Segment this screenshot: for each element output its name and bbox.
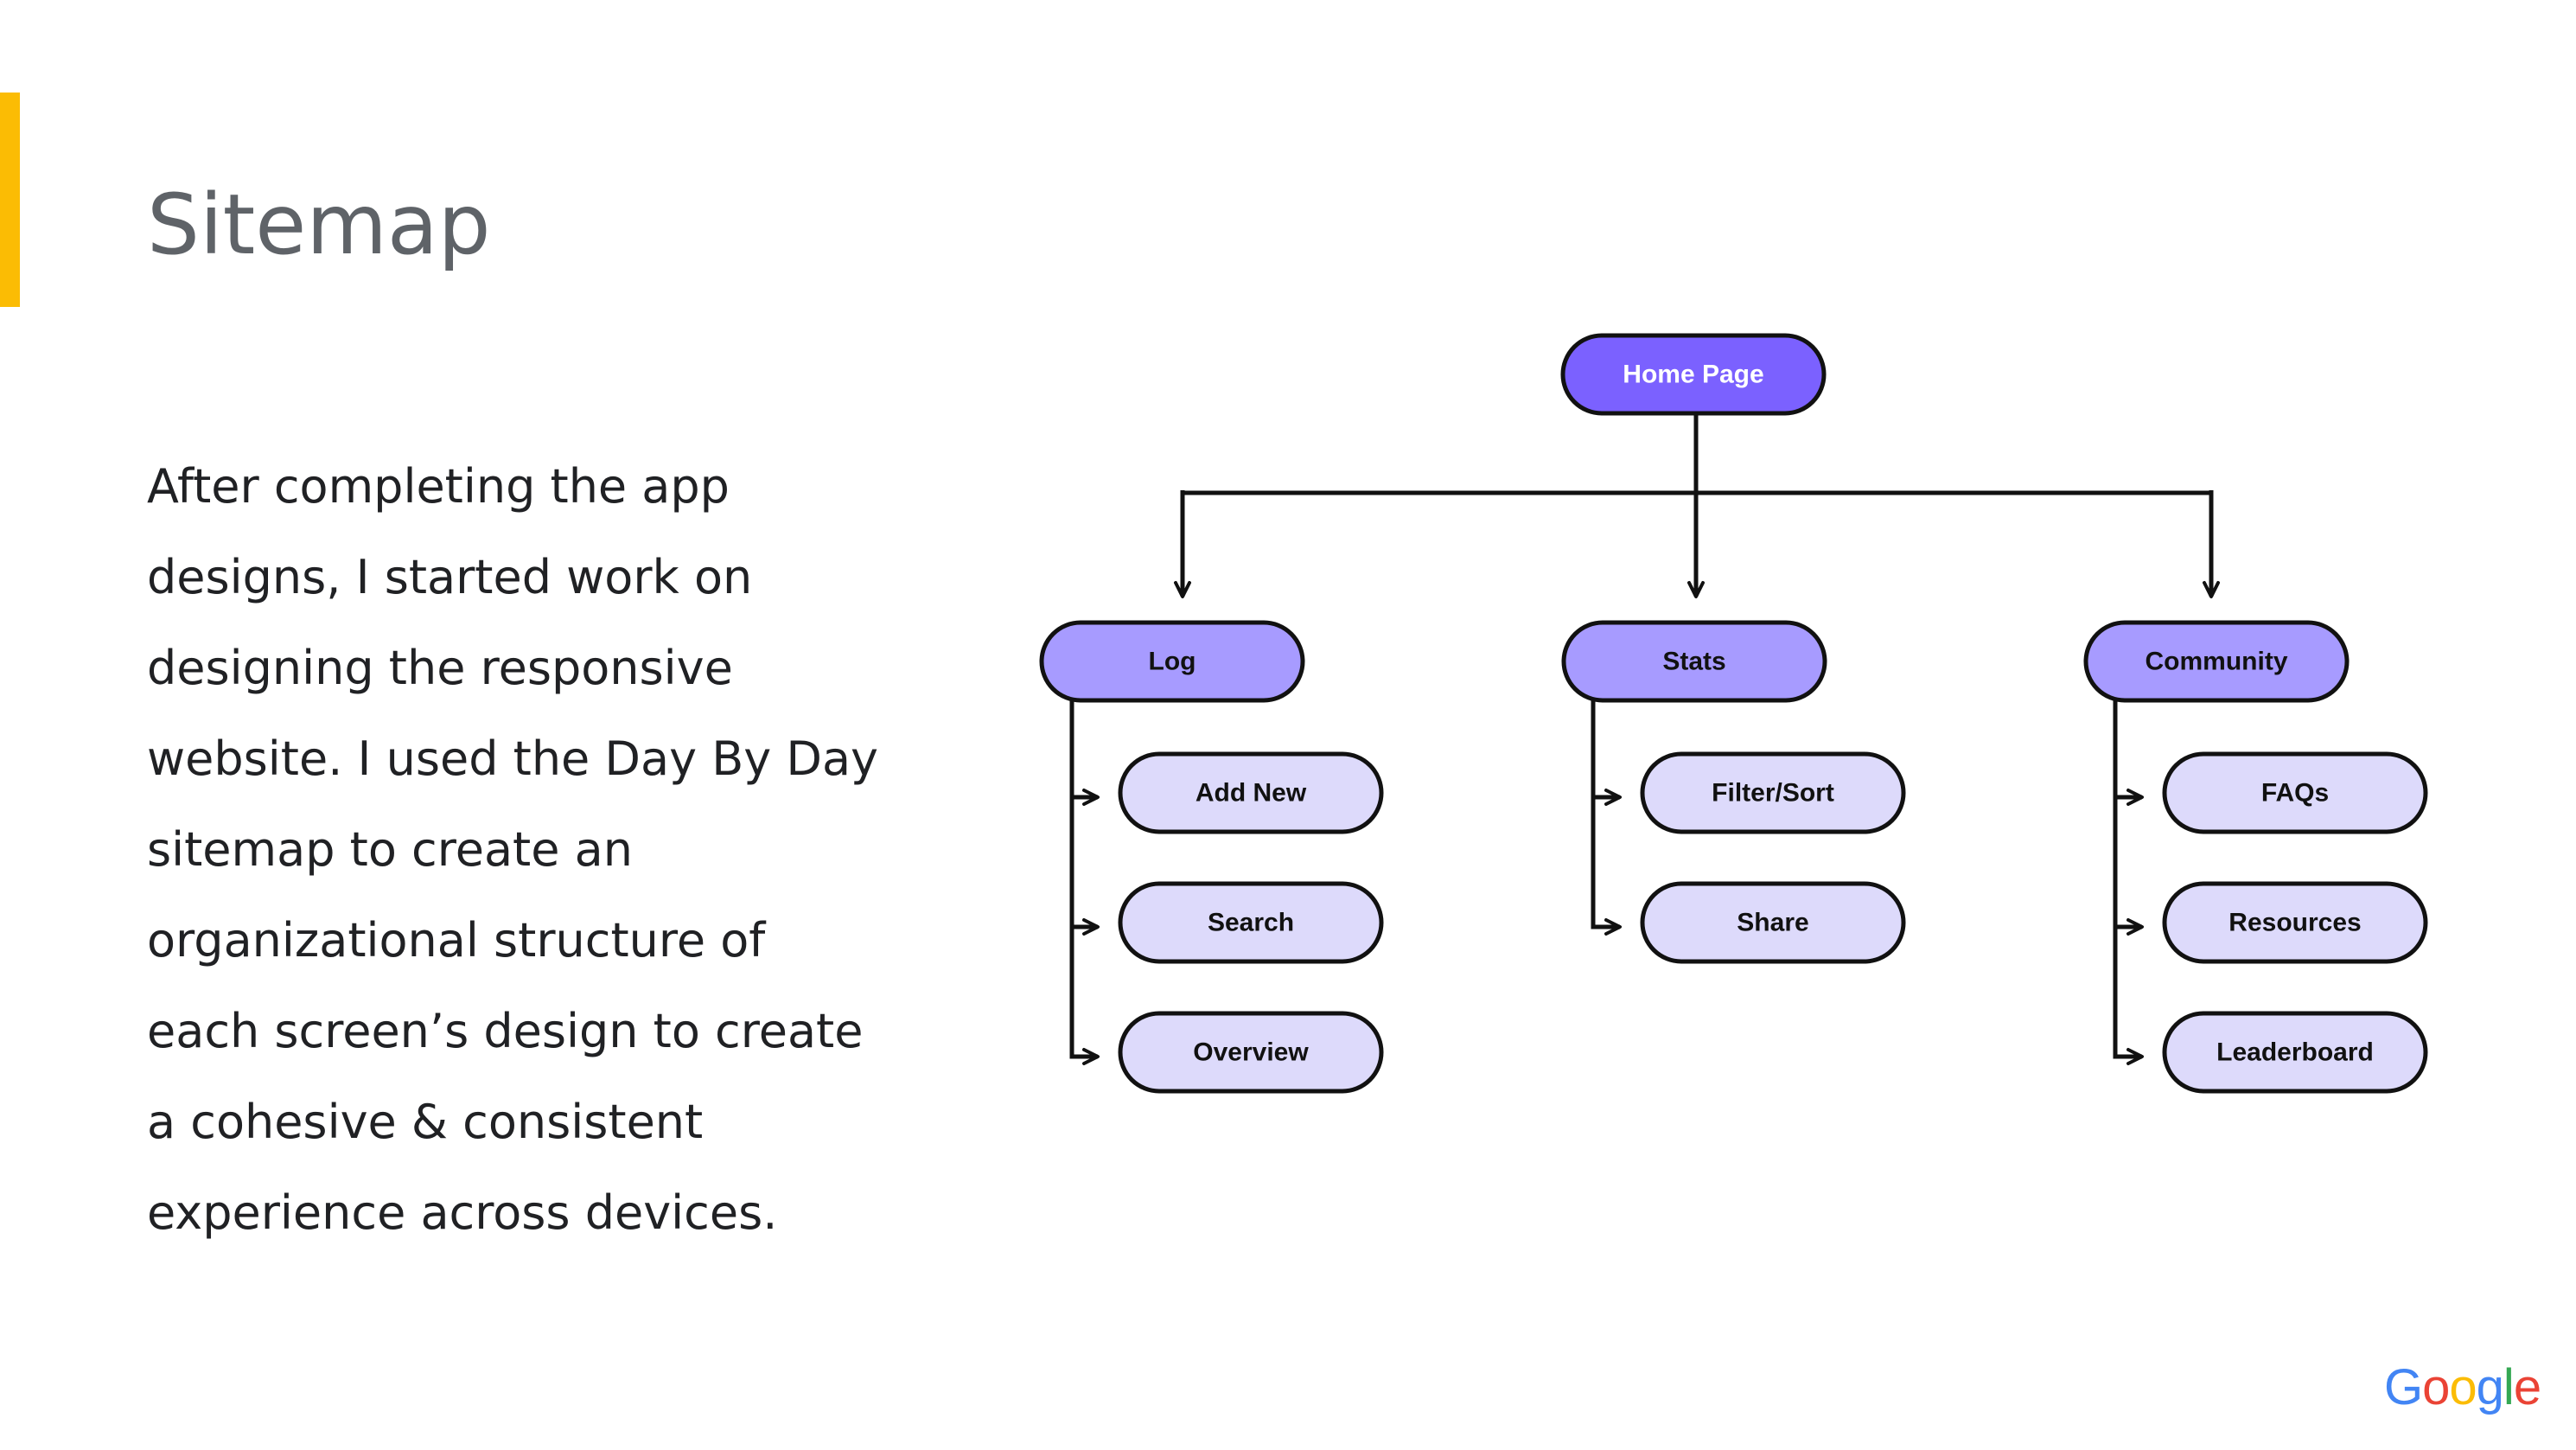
- node-home-page-shape: [1560, 333, 1827, 416]
- node-search-shape: [1118, 881, 1384, 964]
- logo-letter: o: [2449, 1359, 2477, 1415]
- connector-log-spine: [1069, 700, 1100, 1065]
- body-line: designing the responsive: [147, 641, 733, 695]
- google-logo: Google: [2384, 1357, 2541, 1418]
- node-log-label: Log: [1149, 648, 1196, 676]
- node-faqs-shape: [2162, 751, 2428, 834]
- node-resources-label: Resources: [2228, 909, 2361, 937]
- node-community-shape: [2083, 620, 2350, 703]
- node-share-label: Share: [1737, 909, 1808, 937]
- node-add-new-shape: [1118, 751, 1384, 834]
- node-overview-shape: [1118, 1011, 1384, 1094]
- node-share-shape: [1640, 881, 1906, 964]
- root-connectors: [1174, 415, 2220, 598]
- body-line: website. I used the Day By Day: [147, 731, 879, 786]
- node-share: Share: [1640, 881, 1906, 964]
- body-line: organizational structure of: [147, 913, 766, 968]
- logo-letter: l: [2503, 1359, 2515, 1415]
- node-faqs-label: FAQs: [2261, 779, 2329, 808]
- logo-letter: g: [2476, 1359, 2504, 1415]
- node-leaderboard-shape: [2162, 1011, 2428, 1094]
- node-stats: Stats: [1561, 620, 1827, 703]
- accent-bar: [0, 93, 20, 307]
- logo-letter: o: [2422, 1359, 2450, 1415]
- node-search-label: Search: [1208, 909, 1294, 937]
- node-home-page: Home Page: [1560, 333, 1827, 416]
- logo-letter: G: [2384, 1359, 2423, 1415]
- log-branch-connectors: [1069, 700, 1100, 1065]
- node-resources-shape: [2162, 881, 2428, 964]
- node-log-shape: [1039, 620, 1305, 703]
- node-faqs: FAQs: [2162, 751, 2428, 834]
- node-community-label: Community: [2146, 648, 2288, 676]
- connector-community-spine: [2113, 700, 2144, 1065]
- slide-title: Sitemap: [147, 176, 491, 273]
- node-leaderboard-label: Leaderboard: [2216, 1038, 2374, 1067]
- body-line: a cohesive & consistent: [147, 1095, 704, 1149]
- node-overview-label: Overview: [1193, 1038, 1309, 1067]
- node-add-new-label: Add New: [1196, 779, 1307, 808]
- body-line: sitemap to create an: [147, 822, 633, 877]
- node-log: Log: [1039, 620, 1305, 703]
- community-branch-connectors: [2113, 700, 2144, 1065]
- node-filter-sort-shape: [1640, 751, 1906, 834]
- body-line: experience across devices.: [147, 1185, 778, 1240]
- node-overview: Overview: [1118, 1011, 1384, 1094]
- node-search: Search: [1118, 881, 1384, 964]
- node-community: Community: [2083, 620, 2350, 703]
- node-filter-sort-label: Filter/Sort: [1712, 779, 1834, 808]
- node-home-page-label: Home Page: [1623, 361, 1763, 389]
- stats-branch-connectors: [1591, 700, 1622, 936]
- node-leaderboard: Leaderboard: [2162, 1011, 2428, 1094]
- node-stats-label: Stats: [1662, 648, 1725, 676]
- node-stats-shape: [1561, 620, 1827, 703]
- logo-letter: e: [2513, 1359, 2541, 1415]
- node-resources: Resources: [2162, 881, 2428, 964]
- node-filter-sort: Filter/Sort: [1640, 751, 1906, 834]
- connector-stats-spine: [1591, 700, 1622, 936]
- body-line: each screen’s design to create: [147, 1004, 864, 1058]
- body-line: designs, I started work on: [147, 550, 753, 604]
- node-add-new: Add New: [1118, 751, 1384, 834]
- body-line: After completing the app: [147, 459, 730, 514]
- body-text: After completing the app designs, I star…: [147, 441, 908, 1258]
